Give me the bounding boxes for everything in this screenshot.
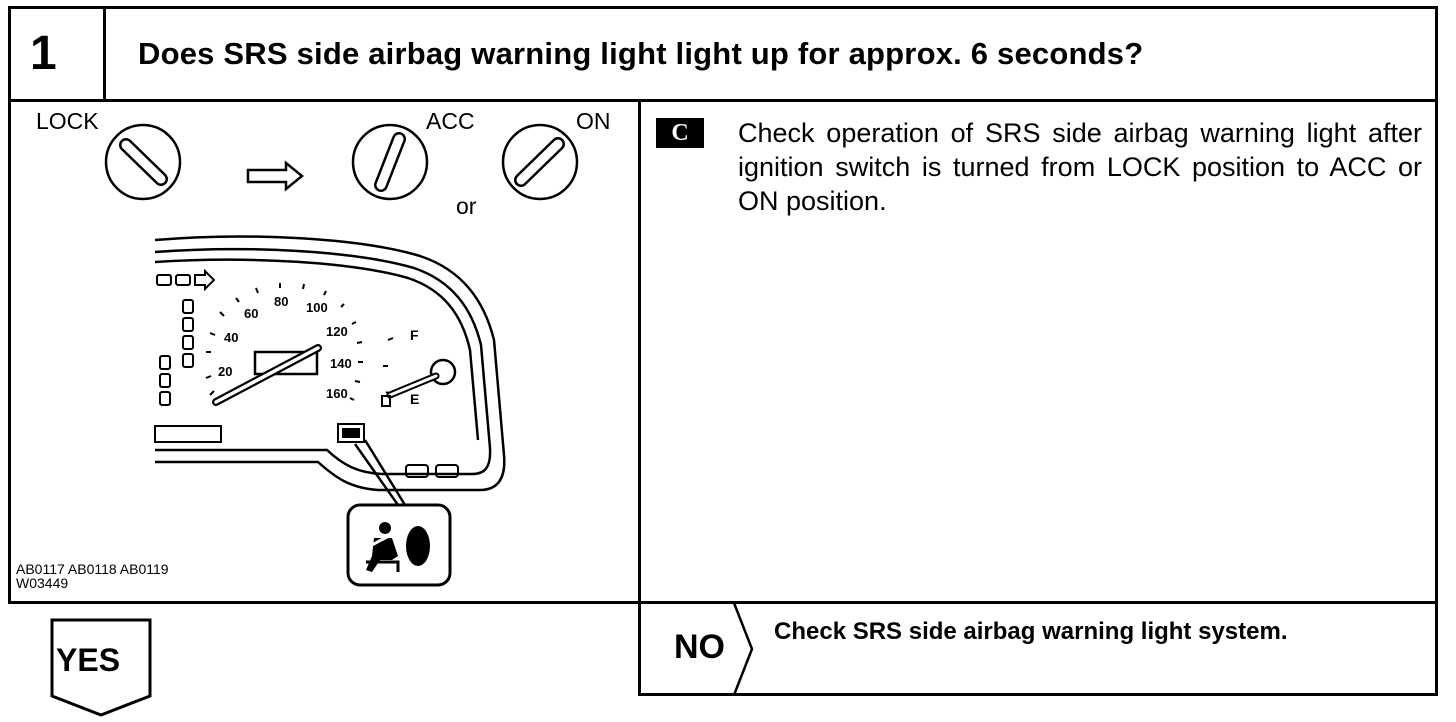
acc-label: ACC [426,108,475,134]
no-branch-box [638,601,1438,696]
arrow-right-icon [246,160,304,192]
airbag-warning-icon [346,503,452,587]
no-branch-arrow [732,603,754,695]
speed-label: 120 [326,324,348,339]
lock-label: LOCK [36,108,99,134]
speed-label: 60 [244,306,258,321]
check-instruction: Check operation of SRS side airbag warni… [738,118,1422,216]
check-badge: C [656,118,704,148]
indicator-lights [154,268,459,478]
ignition-key-icon [104,123,182,201]
fuel-full-label: F [410,327,419,343]
speed-label: 160 [326,386,348,401]
fuel-empty-label: E [410,391,419,407]
fuel-pump-icon [381,395,391,407]
header-divider [8,99,1438,102]
speed-label: 100 [306,300,328,315]
ignition-diagram: 20 40 60 80 100 120 140 160 F E [104,123,579,587]
ignition-key-icon [501,123,579,201]
step-number: 1 [30,27,57,80]
speedometer: 20 40 60 80 100 120 140 160 [205,283,363,406]
yes-branch-arrow [50,618,152,717]
yes-label: YES [56,642,121,678]
ignition-key-icon [351,123,429,201]
or-label: or [456,193,477,219]
figure-code: AB0117 AB0118 AB0119 [16,561,169,577]
speed-label: 140 [330,356,352,371]
airbag-warning-light [337,423,407,506]
step-number-divider [103,6,106,101]
column-divider [638,99,641,604]
step-question: Does SRS side airbag warning light light… [138,36,1144,71]
speed-label: 40 [224,330,238,345]
fuel-gauge: F E [381,327,457,407]
figure-code: W03449 [16,575,69,591]
no-label: NO [674,628,725,666]
speed-label: 20 [218,364,232,379]
figure-codes: AB0117 AB0118 AB0119 W03449 [16,562,169,590]
no-branch-text: Check SRS side airbag warning light syst… [774,618,1288,645]
on-label: ON [576,108,611,134]
speed-label: 80 [274,294,288,309]
